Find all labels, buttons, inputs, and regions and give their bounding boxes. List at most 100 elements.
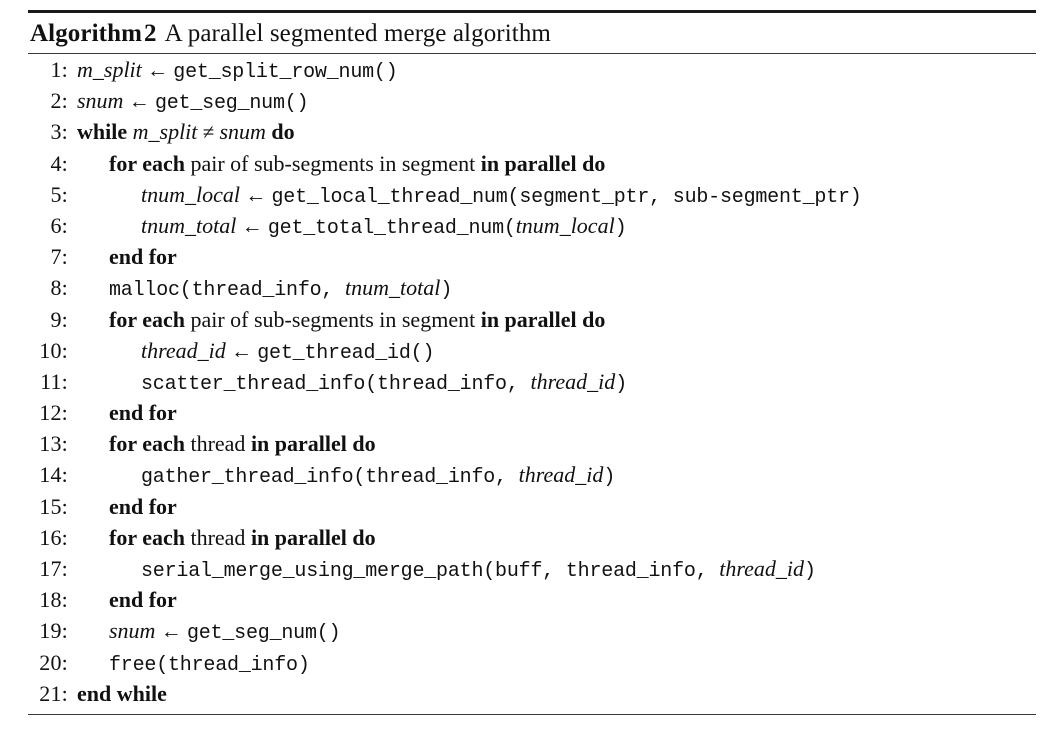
algorithm-title-rule (28, 53, 1036, 54)
code-token-kw: in parallel do (250, 431, 376, 457)
code-token-kw: end for (109, 587, 177, 613)
line-number: 1: (50, 57, 68, 82)
line-content: end for (68, 494, 177, 520)
algorithm-body: 1: m_split ← get_split_row_num() 2: snum ← … (28, 54, 1036, 714)
line-number: 17: (39, 556, 68, 581)
algorithm-line: 13:for each thread in parallel do (28, 431, 1036, 462)
code-token-it: tnum_local (515, 212, 615, 238)
algorithm-line: 15: end for (28, 494, 1036, 525)
algorithm-line: 10:thread_id ← get_thread_id() (28, 338, 1036, 369)
line-number: 8: (50, 275, 68, 301)
algorithm-line: 5:tnum_local ← get_local_thread_num(segm… (28, 182, 1036, 213)
algorithm-line: 7: end for (28, 244, 1036, 275)
line-content: malloc(thread_info, tnum_total) (68, 275, 452, 302)
code-token-kw: for each (109, 150, 185, 176)
line-number: 14: (39, 462, 68, 488)
algorithm-title-caption: A parallel segmented merge algorithm (164, 20, 551, 47)
code-token-kw: end for (109, 493, 177, 519)
algorithm-line: 11:scatter_thread_info(thread_info, thre… (28, 369, 1036, 400)
algorithm-line: 21:end while (28, 681, 1036, 712)
code-token-op: ← (236, 213, 268, 238)
line-content: scatter_thread_info(thread_info, thread_… (68, 369, 627, 396)
line-number: 11: (40, 368, 68, 394)
line-number: 15: (39, 493, 68, 519)
code-token-kw: do (265, 119, 295, 145)
line-content: for each pair of sub-segments in segment… (68, 307, 605, 333)
code-token-op: ← (123, 89, 155, 114)
code-token-kw: for each (109, 306, 185, 332)
code-token-op: ← (225, 338, 258, 363)
algorithm-top-rule (28, 10, 1036, 13)
line-content: tnum_local ← get_local_thread_num(segmen… (68, 182, 862, 209)
line-number: 18: (39, 587, 68, 613)
code-token-rm: pair of sub-segments in segment (184, 306, 481, 332)
algorithm-line: 19:snum ← get_seg_num() (28, 618, 1036, 649)
code-token-kw: end for (109, 400, 177, 426)
code-token-tt: gather_thread_info(thread_info, (141, 466, 519, 490)
line-content: for each thread in parallel do (68, 431, 376, 457)
code-token-it: thread_id (518, 462, 604, 488)
code-token-tt: scatter_thread_info(thread_info, (141, 372, 531, 396)
code-token-tt: ) (603, 466, 616, 490)
line-content: snum ← get_seg_num() (68, 618, 341, 646)
algorithm-bottom-rule (28, 713, 1036, 715)
code-token-tt: get_local_thread_num(segment_ptr, sub-se… (271, 185, 862, 209)
code-token-it: m_split (77, 57, 142, 82)
line-content: for each thread in parallel do (68, 525, 376, 551)
line-content: free(thread_info) (68, 650, 310, 677)
line-number: 9: (50, 306, 68, 332)
code-token-it: tnum_total (345, 275, 441, 301)
line-content: end for (68, 400, 177, 426)
line-number: 19: (39, 618, 68, 644)
code-token-it: thread_id (141, 337, 226, 363)
code-token-it: snum (219, 119, 266, 145)
algorithm-line: 4:for each pair of sub-segments in segme… (28, 151, 1036, 182)
code-token-tt: get_seg_num() (154, 92, 309, 116)
code-token-tt: get_seg_num() (186, 622, 341, 646)
code-token-kw: for each (109, 524, 185, 550)
line-number: 3: (50, 119, 68, 145)
code-token-op: ← (155, 619, 187, 644)
line-content: end for (68, 587, 177, 613)
code-token-it: tnum_total (141, 212, 237, 238)
line-number: 13: (39, 431, 68, 457)
algorithm-line: 9:for each pair of sub-segments in segme… (28, 307, 1036, 338)
line-number: 21: (39, 680, 68, 706)
algorithm-line: 16:for each thread in parallel do (28, 525, 1036, 556)
code-token-kw: end for (109, 244, 177, 270)
line-number: 2: (50, 88, 68, 114)
code-token-tt: ) (614, 216, 627, 240)
code-token-tt: ) (615, 372, 628, 396)
line-content: thread_id ← get_thread_id() (68, 338, 434, 365)
line-number: 10: (39, 337, 68, 363)
code-token-tt: ) (804, 560, 816, 583)
code-token-op: ← (240, 182, 272, 207)
code-token-it: snum (77, 88, 124, 114)
algorithm-line: 1: m_split ← get_split_row_num() (28, 57, 1036, 88)
code-token-kw: in parallel do (480, 150, 606, 176)
algorithm-line: 8:malloc(thread_info, tnum_total) (28, 275, 1036, 306)
code-token-rm: thread (184, 524, 251, 550)
line-number: 20: (39, 649, 68, 675)
line-content: end for (68, 244, 177, 270)
code-token-it: thread_id (530, 368, 616, 394)
line-content: for each pair of sub-segments in segment… (68, 151, 605, 177)
code-token-op: ← (141, 58, 174, 82)
code-token-kw: for each (109, 431, 185, 457)
algorithm-line: 14:gather_thread_info(thread_info, threa… (28, 462, 1036, 493)
line-content: end while (68, 681, 167, 707)
code-token-it: thread_id (719, 556, 805, 581)
code-token-tt: get_split_row_num() (173, 61, 398, 84)
code-token-it: snum (109, 618, 156, 644)
algorithm-line: 18: end for (28, 587, 1036, 618)
code-token-kw: in parallel do (480, 306, 606, 332)
line-content: gather_thread_info(thread_info, thread_i… (68, 462, 615, 489)
code-token-tt: get_thread_id() (257, 341, 435, 365)
line-number: 5: (50, 181, 68, 207)
line-number: 7: (50, 244, 68, 270)
algorithm-line: 12:end for (28, 400, 1036, 431)
code-token-kw: in parallel do (250, 524, 376, 550)
line-content: while m_split ≠ snum do (68, 119, 295, 145)
